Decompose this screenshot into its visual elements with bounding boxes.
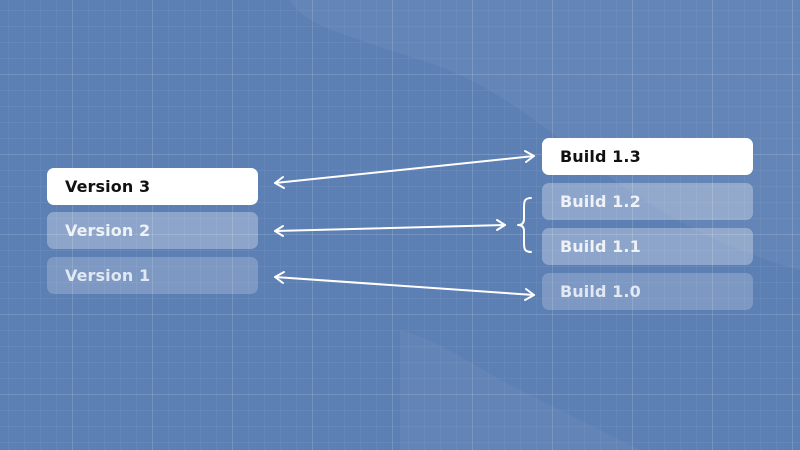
version-1-label: Version 1 <box>65 266 151 285</box>
build-1-0-box: Build 1.0 <box>542 273 753 310</box>
arrow-version-1-to-build-1-0 <box>274 271 535 301</box>
arrow-version-3-to-build-1-3 <box>274 150 535 189</box>
version-2-label: Version 2 <box>65 221 151 240</box>
version-3-label: Version 3 <box>65 177 151 196</box>
build-1-2-label: Build 1.2 <box>560 192 641 211</box>
version-1-box: Version 1 <box>47 257 258 294</box>
arrow-version-2-to-builds-1-2-1-1 <box>274 219 506 237</box>
build-1-0-label: Build 1.0 <box>560 282 641 301</box>
build-1-3-box: Build 1.3 <box>542 138 753 175</box>
build-1-1-label: Build 1.1 <box>560 237 641 256</box>
build-1-3-label: Build 1.3 <box>560 147 641 166</box>
build-1-2-box: Build 1.2 <box>542 183 753 220</box>
brace-builds-1-2-1-1 <box>517 197 532 253</box>
version-2-box: Version 2 <box>47 212 258 249</box>
build-1-1-box: Build 1.1 <box>542 228 753 265</box>
version-3-box: Version 3 <box>47 168 258 205</box>
